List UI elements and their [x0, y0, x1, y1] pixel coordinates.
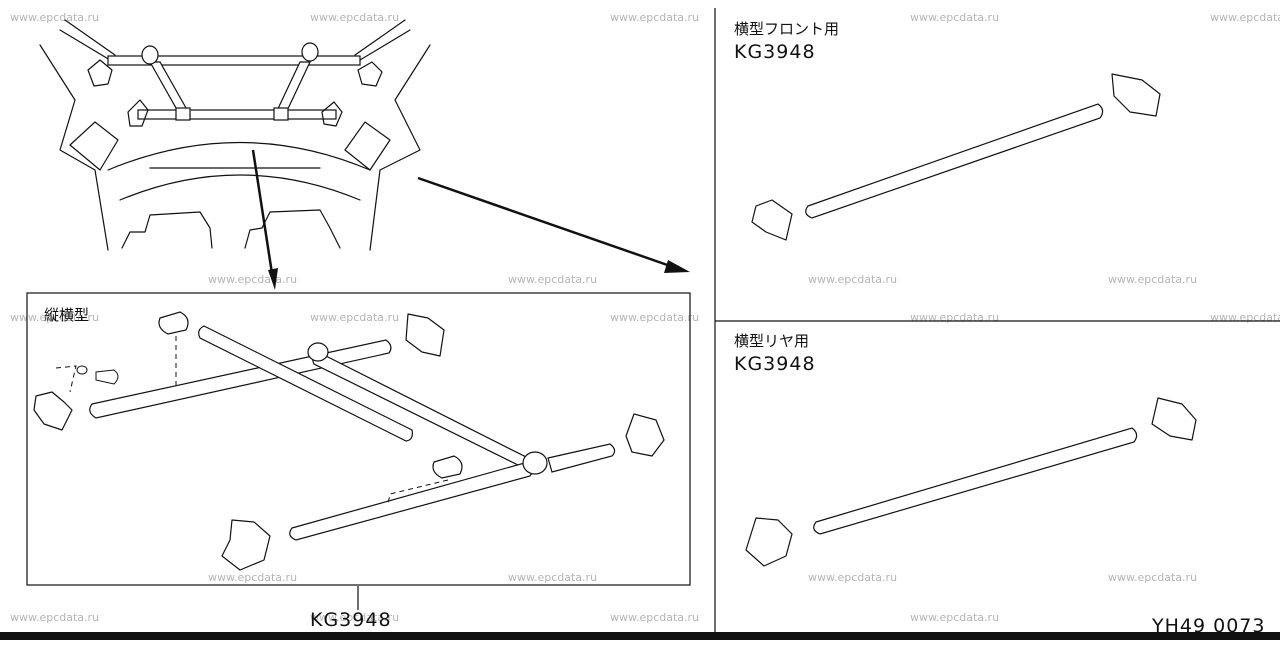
watermark: www.epcdata.ru	[808, 571, 897, 584]
front-kit-drawing	[751, 73, 1161, 241]
main-kit-drawing	[33, 311, 665, 571]
mount-bracket-front-left	[33, 391, 73, 431]
joint-clamp	[301, 42, 319, 62]
watermark: www.epcdata.ru	[1210, 11, 1280, 24]
rear-kit-drawing	[745, 397, 1197, 567]
watermark: www.epcdata.ru	[1108, 273, 1197, 286]
front-cross-bar	[107, 55, 361, 66]
watermark: www.epcdata.ru	[508, 273, 597, 286]
main-panel-code: KG3948	[310, 609, 392, 631]
watermark: www.epcdata.ru	[910, 311, 999, 324]
watermark: www.epcdata.ru	[508, 571, 597, 584]
watermark: www.epcdata.ru	[1108, 571, 1197, 584]
watermark: www.epcdata.ru	[610, 311, 699, 324]
rear-bracket-left	[745, 517, 793, 567]
rear-bracket-right	[1151, 397, 1197, 441]
joint-clamp	[175, 107, 191, 121]
rear-strut-bar	[813, 427, 1138, 535]
diagonal-bar	[198, 325, 413, 442]
mount-bracket-rear-left	[221, 519, 271, 571]
mount-bracket-rear-right	[625, 413, 665, 457]
watermark: www.epcdata.ru	[910, 11, 999, 24]
watermark: www.epcdata.ru	[10, 11, 99, 24]
leader-arrows	[251, 149, 690, 610]
joint-clamp	[141, 45, 159, 65]
clamp-upper	[158, 311, 189, 335]
watermark: www.epcdata.ru	[610, 11, 699, 24]
front-bracket-right	[1111, 73, 1161, 117]
clamp-lower	[432, 455, 463, 479]
washer	[76, 365, 88, 375]
watermark: www.epcdata.ru	[1210, 311, 1280, 324]
watermark-layer: www.epcdata.ru www.epcdata.ru www.epcdat…	[10, 11, 1280, 624]
joint-clamp	[307, 342, 329, 362]
rear-panel-code: KG3948	[734, 353, 816, 375]
watermark: www.epcdata.ru	[310, 311, 399, 324]
watermark: www.epcdata.ru	[10, 311, 99, 324]
main-panel-label: 縦横型	[44, 306, 89, 324]
rear-cross-bar	[137, 109, 337, 120]
rear-bar-extension	[547, 443, 616, 473]
right-diagonal-bar	[274, 61, 311, 116]
watermark: www.epcdata.ru	[310, 11, 399, 24]
front-panel-label: 横型フロント用	[734, 20, 839, 38]
engine-bay-overview	[39, 19, 431, 251]
joint-clamp	[522, 451, 548, 475]
kit-box-frame	[26, 292, 691, 586]
figure-id: YH49 0073	[1151, 615, 1265, 637]
left-diagonal-bar	[148, 61, 192, 116]
watermark: www.epcdata.ru	[208, 571, 297, 584]
front-bracket-left	[751, 199, 793, 241]
bottom-border	[0, 632, 1280, 640]
mount-bracket-front-right	[405, 313, 445, 357]
rear-panel-label: 横型リヤ用	[734, 332, 809, 350]
watermark: www.epcdata.ru	[610, 611, 699, 624]
watermark: www.epcdata.ru	[808, 273, 897, 286]
watermark: www.epcdata.ru	[10, 611, 99, 624]
front-panel-code: KG3948	[734, 41, 816, 63]
bolt	[95, 369, 119, 385]
transverse-bar-rear	[289, 461, 534, 541]
front-strut-bar	[805, 103, 1104, 219]
joint-clamp	[273, 107, 289, 121]
watermark: www.epcdata.ru	[208, 273, 297, 286]
watermark: www.epcdata.ru	[910, 611, 999, 624]
watermark: www.epcdata.ru	[310, 611, 399, 624]
